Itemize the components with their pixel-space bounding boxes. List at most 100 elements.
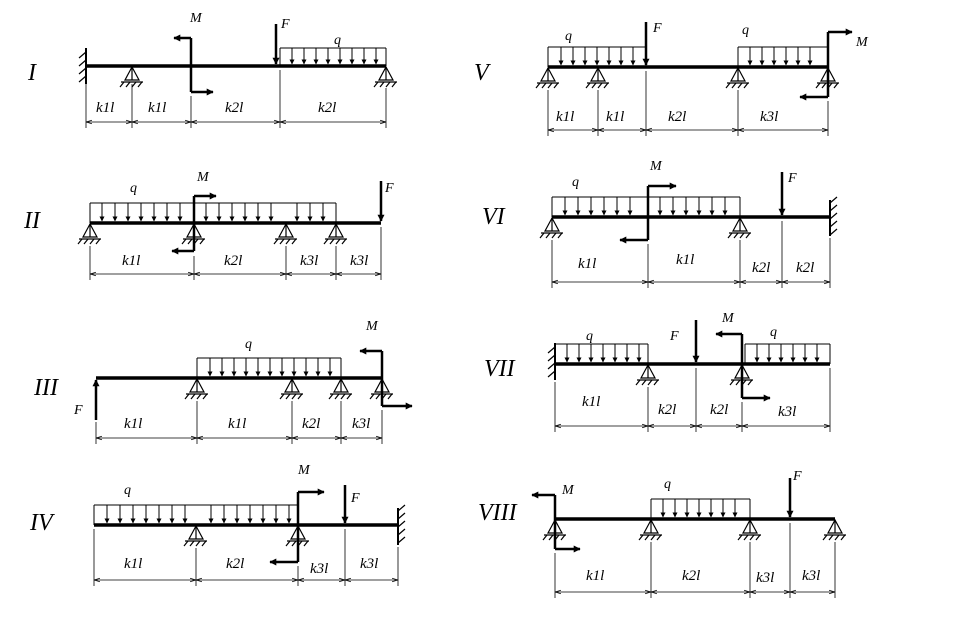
- moment-arrow: [173, 34, 214, 96]
- dimension-label: k3l: [350, 253, 368, 269]
- pin-support: [373, 65, 397, 88]
- load-label: q: [742, 23, 749, 38]
- dimension-label: k1l: [676, 252, 694, 268]
- dimension-label: k2l: [318, 100, 336, 116]
- scheme-numeral: IV: [29, 510, 55, 536]
- dimension-label: k3l: [310, 561, 328, 577]
- dimension-label: k1l: [122, 253, 140, 269]
- load-label: q: [565, 29, 572, 44]
- load-label: q: [130, 181, 137, 196]
- pin-support: [279, 377, 303, 400]
- dimension-label: k1l: [148, 100, 166, 116]
- scheme-numeral: VII: [484, 356, 516, 382]
- load-label: q: [124, 483, 131, 498]
- load-label: q: [245, 337, 252, 352]
- scheme-6: VI q: [482, 159, 838, 288]
- scheme-4: IV q: [29, 463, 406, 586]
- dimension-label: k3l: [802, 568, 820, 584]
- force-label: F: [787, 171, 797, 186]
- dimension-label: k2l: [226, 556, 244, 572]
- pin-support: [822, 518, 846, 541]
- dimension-label: k3l: [756, 570, 774, 586]
- scheme-numeral: II: [23, 208, 41, 234]
- force-label: F: [280, 17, 290, 32]
- dimension-label: k2l: [224, 253, 242, 269]
- pin-support: [323, 222, 347, 245]
- force-label: F: [350, 491, 360, 506]
- pin-support: [725, 66, 749, 89]
- scheme-3: III F q: [33, 319, 413, 444]
- moment-label: M: [297, 463, 311, 478]
- load-label: q: [572, 175, 579, 190]
- moment-label: M: [365, 319, 379, 334]
- dimension-lines: [554, 368, 831, 432]
- dimension-lines: [554, 523, 836, 598]
- moment-arrow: [799, 28, 853, 101]
- scheme-1: I M F q: [27, 11, 397, 128]
- force-label: F: [652, 21, 662, 36]
- dimension-lines: [89, 227, 382, 280]
- moment-arrow: [171, 192, 217, 255]
- dimension-label: k1l: [556, 109, 574, 125]
- dimension-label: k1l: [578, 256, 596, 272]
- pin-support: [184, 377, 208, 400]
- load-label: q: [586, 329, 593, 344]
- pin-support: [535, 66, 559, 89]
- dimension-lines: [93, 529, 399, 586]
- moment-arrow: [619, 182, 677, 244]
- distributed-load: [650, 498, 751, 519]
- dimension-label: k1l: [606, 109, 624, 125]
- distributed-load: [196, 357, 342, 378]
- dimension-label: k1l: [582, 394, 600, 410]
- dimension-label: k3l: [300, 253, 318, 269]
- pin-support: [119, 65, 143, 88]
- distributed-load: [93, 504, 299, 525]
- moment-label: M: [649, 159, 663, 174]
- scheme-2: II q: [23, 170, 394, 280]
- dimension-label: k1l: [228, 416, 246, 432]
- scheme-5: V q F q: [474, 21, 869, 136]
- moment-arrow: [715, 330, 771, 402]
- scheme-8: VIII q: [478, 469, 846, 598]
- fixed-support-left: [78, 48, 87, 84]
- distributed-load: [89, 202, 337, 223]
- pin-support: [635, 363, 659, 386]
- moment-label: M: [561, 483, 575, 498]
- force-label: F: [669, 329, 679, 344]
- dimension-label: k3l: [352, 416, 370, 432]
- moment-label: M: [189, 11, 203, 26]
- distributed-load: [737, 46, 829, 67]
- scheme-numeral: VI: [482, 204, 506, 230]
- scheme-numeral: VIII: [478, 500, 518, 526]
- dimension-label: k2l: [302, 416, 320, 432]
- distributed-load: [547, 46, 647, 67]
- pin-support: [638, 518, 662, 541]
- moment-arrow: [531, 491, 581, 553]
- dimension-label: k1l: [124, 556, 142, 572]
- dimension-label: k3l: [778, 404, 796, 420]
- dimension-label: k1l: [124, 416, 142, 432]
- dimension-label: k1l: [586, 568, 604, 584]
- pin-support: [585, 66, 609, 89]
- dimension-lines: [95, 401, 383, 444]
- dimension-lines: [551, 221, 831, 288]
- scheme-numeral: I: [27, 60, 37, 86]
- fixed-support-right: [829, 196, 838, 236]
- scheme-numeral: V: [474, 60, 491, 86]
- dimension-label: k1l: [96, 100, 114, 116]
- fixed-support-right: [397, 504, 406, 545]
- load-label: q: [334, 33, 341, 48]
- dimension-lines: [85, 70, 387, 128]
- dimension-label: k2l: [225, 100, 243, 116]
- scheme-7: VII q F q: [484, 311, 831, 432]
- dimension-label: k2l: [658, 402, 676, 418]
- distributed-load: [554, 343, 649, 364]
- pin-support: [737, 518, 761, 541]
- dimension-label: k3l: [360, 556, 378, 572]
- dimension-label: k2l: [796, 260, 814, 276]
- pin-support: [539, 216, 563, 239]
- force-label: F: [384, 181, 394, 196]
- pin-support: [273, 222, 297, 245]
